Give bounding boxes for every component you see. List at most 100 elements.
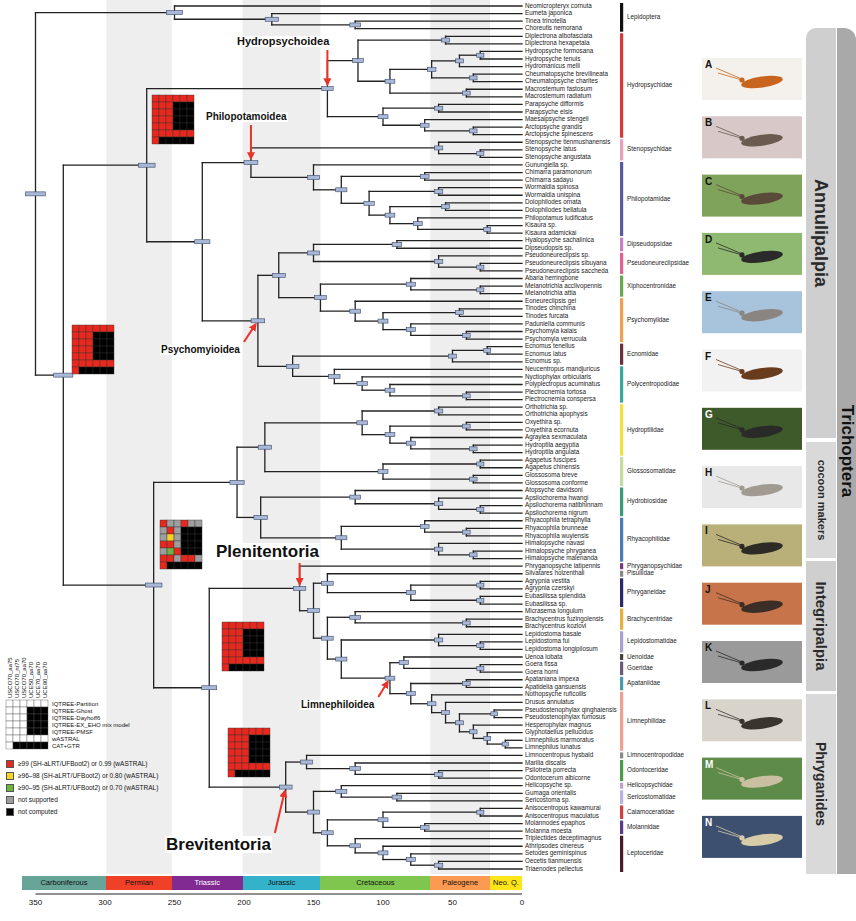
tree-branch — [272, 24, 355, 25]
matrix-cell — [160, 534, 167, 541]
age-interval-bar — [195, 240, 210, 244]
tree-branch — [439, 111, 522, 112]
photo-ground — [702, 58, 802, 100]
matrix-cell — [229, 657, 236, 664]
matrix-cell — [34, 714, 41, 721]
tree-branch — [480, 513, 522, 514]
family-bar — [620, 238, 623, 252]
tree-branch — [487, 232, 522, 233]
age-interval-bar — [286, 364, 299, 368]
taxon-name: Ecnomus sp. — [525, 358, 561, 364]
family-bar — [620, 344, 623, 365]
moth-body — [740, 715, 783, 732]
tree-branch — [439, 142, 522, 143]
family-bar — [620, 139, 623, 160]
moth-head — [739, 194, 744, 199]
clade-band: cocoon makers — [806, 442, 836, 558]
matrix-cell — [93, 332, 100, 339]
family-name: Xiphocentronidae — [627, 283, 676, 289]
age-interval-bar — [378, 818, 388, 822]
clade-band: Phryganides — [806, 694, 836, 874]
tree-branch — [466, 391, 522, 392]
tree-branch — [362, 376, 522, 377]
tree-branch — [147, 88, 328, 89]
age-interval-bar — [350, 615, 361, 619]
taxon-name: Paduniella communis — [525, 321, 585, 327]
matrix-row-label: CAT+GTR — [52, 743, 80, 749]
taxon-name: Hydromanicus melli — [525, 63, 580, 69]
tree-branch — [480, 460, 522, 461]
matrix-cell — [159, 130, 166, 137]
age-interval-bar — [300, 760, 312, 764]
matrix-cell — [6, 721, 13, 728]
matrix-cell — [107, 325, 114, 332]
family-name: Hydroptilidae — [627, 427, 664, 433]
photo-ground — [702, 408, 802, 450]
matrix-cell — [173, 130, 180, 137]
matrix-cell — [256, 735, 263, 742]
matrix-cell — [27, 707, 34, 714]
tree-branch — [480, 58, 522, 59]
specimen-photo — [702, 758, 802, 800]
tree-branch — [480, 467, 522, 468]
tree-branch — [383, 846, 522, 847]
matrix-cell — [20, 700, 27, 707]
family-bar — [620, 821, 623, 835]
tree-branches — [36, 6, 523, 869]
age-interval-bar — [322, 831, 334, 835]
tree-branch — [341, 548, 438, 549]
tree-branch — [473, 558, 522, 559]
matrix-cell — [174, 527, 181, 534]
taxon-name: Stenopsyche tienmushanensis — [525, 139, 610, 145]
taxon-name: Lepidostoma longipilosum — [525, 646, 598, 652]
matrix-cell — [229, 629, 236, 636]
matrix-column-header: UCE50_aa70 — [28, 662, 34, 698]
matrix-cell — [180, 123, 187, 130]
family-bar — [620, 457, 623, 486]
matrix-cell — [242, 749, 249, 756]
age-interval-bar — [350, 844, 361, 848]
matrix-cell — [160, 562, 167, 569]
matrix-cell — [72, 325, 79, 332]
matrix-cell — [72, 360, 79, 367]
clade-name: Philopotamoidea — [205, 112, 288, 122]
moth-head — [739, 136, 744, 141]
tree-branch — [446, 202, 522, 203]
tree-branch — [466, 429, 522, 430]
taxon-name: Pseudoneureclipsis sp. — [525, 252, 590, 258]
age-interval-bar — [399, 661, 408, 665]
age-interval-bar — [336, 536, 347, 540]
specimen-photo — [702, 233, 802, 275]
matrix-cell — [181, 541, 188, 548]
specimen-photos — [702, 58, 802, 858]
matrix-cell — [41, 707, 48, 714]
matrix-cell — [187, 102, 194, 109]
period-box: Cretaceous — [320, 876, 430, 890]
matrix-cell — [249, 749, 256, 756]
tree-branch — [411, 323, 522, 324]
moth-antenna — [716, 68, 742, 80]
legend-text: not computed — [18, 809, 57, 816]
moth-antenna — [716, 243, 742, 255]
taxon-name: Pseudoneureclipsis saccheda — [525, 268, 608, 274]
taxon-name: Macrostemum radiatum — [525, 93, 591, 99]
matrix-cell — [27, 728, 34, 735]
tree-branch — [355, 503, 438, 504]
age-interval-bar — [308, 810, 320, 814]
specimen-photo — [702, 524, 802, 566]
family-bar — [620, 571, 623, 577]
age-interval-bar — [392, 795, 402, 799]
tree-branch — [459, 308, 522, 309]
taxon-name: Limnephilus lunatus — [525, 744, 581, 750]
age-interval-bar — [477, 53, 484, 57]
taxon-name: Cheumatopsyche charites — [525, 78, 598, 84]
matrix-cell — [249, 763, 256, 770]
family-bar — [620, 805, 623, 819]
taxon-name: Plectrocnemia conspersa — [525, 396, 596, 402]
axis-tick-label: 150 — [307, 899, 320, 907]
matrix-cell — [243, 622, 250, 629]
tree-branch — [397, 800, 522, 801]
taxon-name: Philopotamus ludificatus — [525, 215, 593, 221]
age-interval-bar — [385, 79, 395, 83]
age-interval-bar — [434, 409, 442, 413]
